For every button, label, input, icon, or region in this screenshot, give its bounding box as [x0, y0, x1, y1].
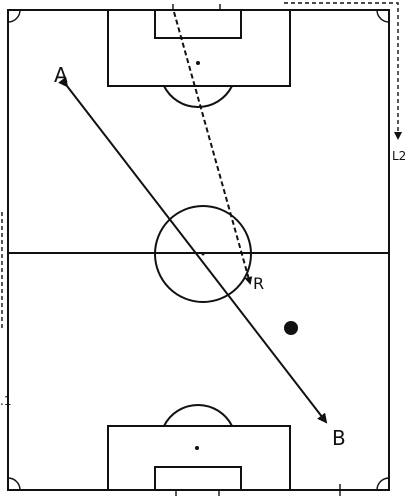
label-point-a: A: [54, 63, 68, 87]
corner-arc-top-right: [376, 9, 390, 23]
dashed-path-l2: [284, 2, 402, 140]
top-penalty-spot: [196, 61, 200, 65]
top-penalty-arc: [163, 85, 233, 108]
dashed-run-to-r: [173, 11, 253, 285]
bottom-penalty-area: [107, 425, 291, 491]
bottom-penalty-spot: [195, 446, 199, 450]
corner-arc-top-left: [7, 9, 21, 23]
top-penalty-area: [107, 9, 291, 87]
bottom-goal-area: [154, 466, 242, 491]
center-spot: [201, 252, 205, 256]
label-point-b: B: [332, 426, 346, 450]
label-lane-2: L2: [392, 149, 406, 163]
bottom-penalty-arc: [163, 404, 233, 427]
corner-arc-bottom-left: [7, 477, 21, 491]
label-lane-1-partial: .1: [0, 394, 11, 408]
corner-arc-bottom-right: [376, 477, 390, 491]
top-goal-area: [154, 9, 242, 39]
ball-icon: [284, 321, 298, 335]
pass-path-a-to-b: [58, 76, 328, 424]
label-runner: R: [253, 274, 264, 293]
